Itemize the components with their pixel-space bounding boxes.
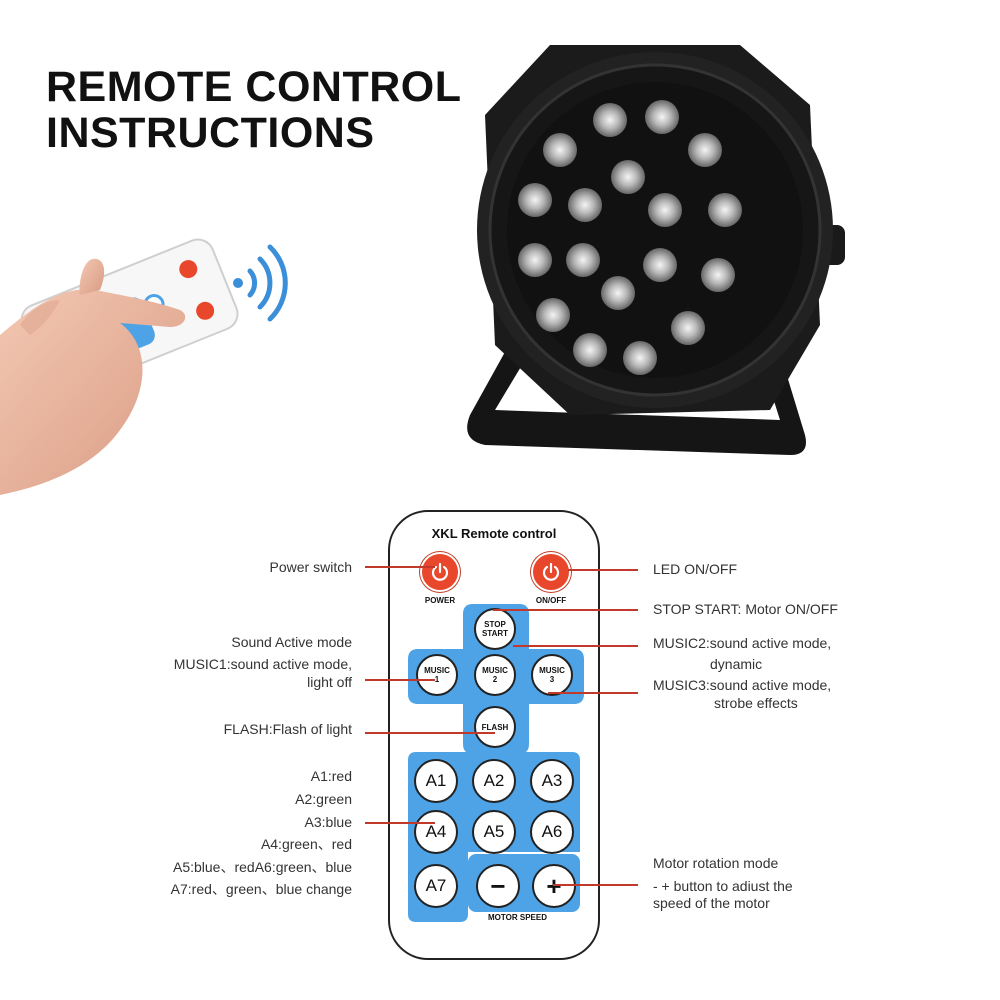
page-title: REMOTE CONTROL INSTRUCTIONS	[46, 64, 461, 156]
ann-led-onoff: LED ON/OFF	[653, 561, 738, 577]
title-line-2: INSTRUCTIONS	[46, 109, 375, 157]
title-line-1: REMOTE CONTROL	[46, 63, 462, 111]
music3-num: 3	[549, 675, 555, 684]
leader-color	[365, 822, 435, 824]
speed-minus-button[interactable]: −	[476, 864, 520, 908]
leader-music3	[548, 692, 638, 694]
a2-button[interactable]: A2	[472, 759, 516, 803]
ann-music2-line1: MUSIC2:sound active mode,	[653, 635, 832, 651]
flash-text: FLASH	[481, 722, 509, 732]
signal-icon	[233, 244, 288, 322]
leader-power	[365, 566, 435, 568]
ann-music2-line2: dynamic	[710, 656, 763, 672]
ann-a5a6: A5:blue、redA6:green、blue	[172, 859, 352, 875]
a7-button[interactable]: A7	[414, 864, 458, 908]
a6-button[interactable]: A6	[530, 810, 574, 854]
leader-music2	[513, 645, 638, 647]
ann-motor-desc-1: - + button to adiust the	[653, 878, 793, 894]
leader-flash	[365, 732, 495, 734]
remote-brand: XKL Remote control	[431, 526, 557, 541]
ann-a2: A2:green	[295, 791, 352, 807]
ann-music3-line2: strobe effects	[714, 695, 798, 711]
music1-text: MUSIC	[424, 666, 450, 675]
power-label: POWER	[424, 596, 456, 605]
a1-button[interactable]: A1	[414, 759, 458, 803]
hand-remote-illustration	[0, 238, 288, 495]
ann-stop-start: STOP START: Motor ON/OFF	[653, 601, 838, 617]
ann-sound-active: Sound Active mode	[231, 634, 352, 650]
led-array	[518, 100, 742, 375]
ann-a1: A1:red	[310, 768, 352, 784]
ann-a3: A3:blue	[304, 814, 352, 830]
music2-text: MUSIC	[482, 666, 508, 675]
hand-with-remote-image	[0, 215, 300, 505]
power-button[interactable]	[420, 552, 460, 592]
start-text: START	[481, 629, 509, 638]
led-onoff-button[interactable]	[531, 552, 571, 592]
ann-power-switch: Power switch	[269, 559, 352, 575]
a5-button[interactable]: A5	[472, 810, 516, 854]
ann-motor-mode: Motor rotation mode	[653, 855, 779, 871]
ann-flash: FLASH:Flash of light	[223, 721, 352, 737]
leader-stop-start	[493, 609, 638, 611]
speed-plus-button[interactable]: +	[532, 864, 576, 908]
par-light-image	[450, 25, 870, 505]
onoff-label: ON/OFF	[535, 596, 567, 605]
ann-music1-line2: light off	[307, 674, 352, 690]
a3-button[interactable]: A3	[530, 759, 574, 803]
music1-num: 1	[434, 675, 440, 684]
leader-led	[568, 569, 638, 571]
music3-text: MUSIC	[539, 666, 565, 675]
flash-button[interactable]: FLASH	[474, 706, 516, 748]
power-icon	[542, 562, 560, 581]
ann-motor-desc-2: speed of the motor	[653, 895, 770, 911]
ann-music1-line1: MUSIC1:sound active mode,	[173, 656, 352, 672]
music2-num: 2	[492, 675, 498, 684]
ann-music3-line1: MUSIC3:sound active mode,	[653, 677, 832, 693]
leader-motor	[553, 884, 638, 886]
ann-a7: A7:red、green、blue change	[170, 881, 352, 897]
stop-text: STOP	[484, 620, 506, 629]
power-icon	[431, 562, 449, 581]
leader-music1	[365, 679, 435, 681]
ann-a4: A4:green、red	[260, 836, 352, 852]
motor-speed-label: MOTOR SPEED	[488, 913, 547, 922]
a4-button[interactable]: A4	[414, 810, 458, 854]
par-light-illustration	[467, 45, 845, 455]
